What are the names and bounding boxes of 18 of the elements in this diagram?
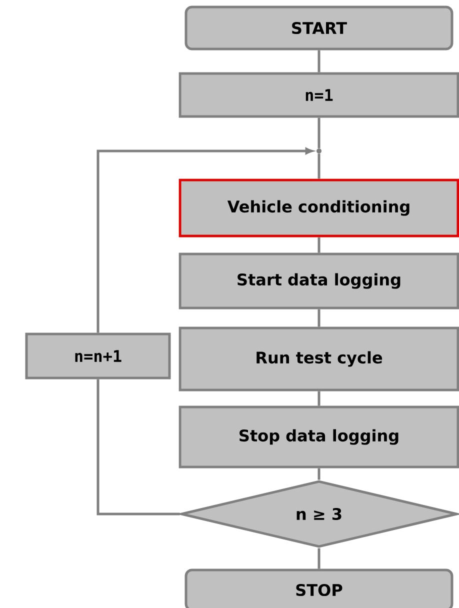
- process-box: n=n+1: [25, 332, 171, 380]
- process-box: Vehicle conditioning: [178, 178, 459, 238]
- start-box: START: [184, 6, 454, 50]
- connector-line: [318, 391, 320, 406]
- connector-line: [318, 468, 320, 480]
- connector-line: [96, 379, 180, 516]
- process-box: Run test cycle: [178, 326, 459, 392]
- stop-box: STOP: [184, 568, 454, 608]
- process-box: n=1: [178, 72, 459, 118]
- connector-line: [318, 309, 320, 327]
- connector-line: [318, 118, 320, 148]
- connector-line: [318, 50, 320, 72]
- connector-line: [318, 548, 320, 569]
- arrow: [96, 148, 313, 333]
- process-box: Start data logging: [178, 252, 459, 310]
- process-box: Stop data logging: [178, 406, 459, 468]
- connector-line: [318, 154, 320, 179]
- connector-line: [318, 237, 320, 253]
